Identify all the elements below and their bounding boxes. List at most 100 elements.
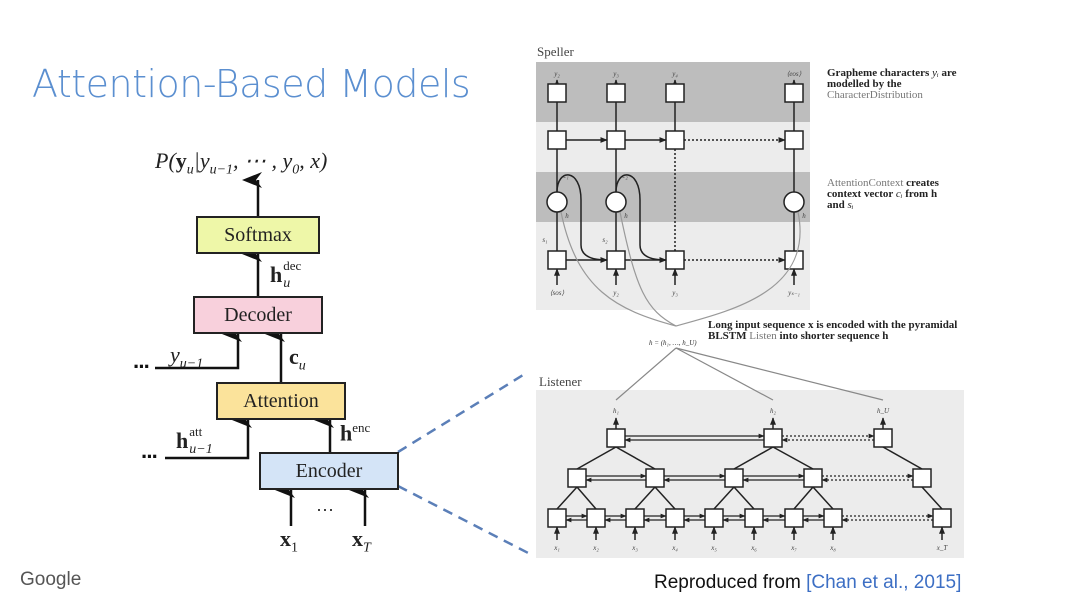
listener-input-label: x₈ bbox=[829, 544, 836, 552]
listener-input-label: x₅ bbox=[710, 544, 717, 552]
attention-h-label: h bbox=[802, 212, 806, 220]
listener-middle-node bbox=[912, 468, 932, 488]
speller-input-node bbox=[547, 250, 567, 270]
speller-input-label: y₂ bbox=[612, 289, 619, 297]
left-dots-attention: ··· bbox=[141, 444, 159, 469]
softmax-block: Softmax bbox=[196, 216, 320, 254]
speller-state-node bbox=[665, 130, 685, 150]
reference-link[interactable]: [Chan et al., 2015] bbox=[806, 572, 962, 593]
listener-section-label: Listener bbox=[539, 374, 582, 389]
listener-input-label: x₃ bbox=[631, 544, 638, 552]
speller-input-label: yₛ₋₁ bbox=[787, 289, 800, 297]
pyramid-connection bbox=[576, 486, 597, 510]
speller-output-node bbox=[547, 83, 567, 103]
speller-input-node bbox=[606, 250, 626, 270]
xT-label: xT bbox=[352, 526, 371, 556]
slide-title: Attention-Based Models bbox=[32, 62, 471, 106]
listener-bottom-node bbox=[547, 508, 567, 528]
attention-input-curve bbox=[560, 211, 677, 327]
listener-output-label: h₂ bbox=[770, 407, 777, 415]
listener-input-label: x_T bbox=[936, 544, 949, 552]
listener-bottom-node bbox=[665, 508, 685, 528]
attention-h-label: h bbox=[565, 212, 569, 220]
listener-top-node bbox=[763, 428, 783, 448]
listener-middle-node bbox=[645, 468, 665, 488]
speller-section-label: Speller bbox=[537, 44, 574, 59]
context-curve bbox=[615, 174, 667, 263]
encoder-block: Encoder bbox=[259, 452, 399, 490]
speller-output-label: y₃ bbox=[612, 70, 619, 78]
y-prev-label: yu−1 bbox=[170, 342, 204, 372]
pyramid-connection bbox=[576, 446, 617, 470]
pyramid-connection bbox=[654, 486, 676, 510]
pyramid-connection bbox=[733, 486, 755, 510]
reference-citation: Reproduced from [Chan et al., 2015] bbox=[654, 572, 962, 593]
speller-output-label: ⟨eos⟩ bbox=[787, 70, 802, 78]
listener-middle-node bbox=[724, 468, 744, 488]
google-logo: Google bbox=[20, 569, 82, 590]
c-label: cu bbox=[289, 344, 306, 374]
pyramid-connection bbox=[556, 486, 578, 510]
pyramid-connection bbox=[793, 486, 814, 510]
listener-bottom-node bbox=[625, 508, 645, 528]
context-label: c₂ bbox=[622, 172, 628, 180]
dashed-connector-bottom bbox=[397, 484, 535, 558]
listener-bottom-node bbox=[784, 508, 804, 528]
pyramid-connection bbox=[733, 446, 774, 470]
speller-state-node bbox=[784, 130, 804, 150]
speller-input-node bbox=[665, 250, 685, 270]
attention-input-curve bbox=[619, 211, 677, 327]
pyramid-connection bbox=[882, 446, 923, 470]
h-to-listener-h2 bbox=[675, 347, 774, 401]
attention-context-node bbox=[546, 191, 568, 213]
arrow-yprev-to-decoder bbox=[155, 326, 242, 370]
grapheme-note: Grapheme characters yᵢ are modelled by t… bbox=[827, 67, 957, 101]
state-label: s₂ bbox=[602, 236, 608, 244]
speller-state-node bbox=[547, 130, 567, 150]
listener-top-node bbox=[873, 428, 893, 448]
encoder-input-ellipsis: ⋯ bbox=[316, 500, 334, 520]
arrow-hatt-to-attention bbox=[165, 412, 252, 460]
listener-bottom-node bbox=[932, 508, 952, 528]
speller-output-node bbox=[665, 83, 685, 103]
listener-top-node bbox=[606, 428, 626, 448]
pyramid-connection bbox=[615, 446, 656, 470]
speller-output-label: y₄ bbox=[671, 70, 678, 78]
attention-curves bbox=[556, 174, 801, 327]
pyramid-connection bbox=[921, 486, 943, 510]
listener-band bbox=[536, 390, 964, 558]
speller-output-label: y₂ bbox=[553, 70, 560, 78]
listener-middle-node bbox=[567, 468, 587, 488]
listener-bottom-node bbox=[586, 508, 606, 528]
listener-input-label: x₄ bbox=[671, 544, 678, 552]
speller-output-node bbox=[784, 83, 804, 103]
pyramid-connection bbox=[634, 486, 656, 510]
listener-bottom-node bbox=[704, 508, 724, 528]
listener-bottom-node bbox=[823, 508, 843, 528]
dashed-connector-top bbox=[397, 370, 529, 454]
attention-context-node bbox=[605, 191, 627, 213]
left-dots-decoder: ··· bbox=[133, 354, 151, 379]
h-to-listener-hU bbox=[675, 347, 884, 401]
decoder-block: Decoder bbox=[193, 296, 323, 334]
speller-attention-band bbox=[536, 172, 810, 222]
attention-block: Attention bbox=[216, 382, 346, 420]
output-probability-formula: P(yu|yu−1, ⋯ , y0, x) bbox=[155, 148, 328, 178]
listener-middle-node bbox=[803, 468, 823, 488]
h-sequence-label: h = (h₁, …, h_U) bbox=[649, 339, 697, 347]
x1-label: x1 bbox=[280, 526, 298, 556]
attention-input-curve bbox=[675, 211, 801, 327]
pyramid-connection bbox=[713, 486, 735, 510]
speller-input-label: y₃ bbox=[671, 289, 678, 297]
attention-context-note: AttentionContext creates context vector … bbox=[827, 177, 939, 211]
attention-h-label: h bbox=[624, 212, 628, 220]
listener-output-label: h₁ bbox=[613, 407, 619, 415]
listener-input-label: x₂ bbox=[592, 544, 599, 552]
listener-bottom-node bbox=[744, 508, 764, 528]
